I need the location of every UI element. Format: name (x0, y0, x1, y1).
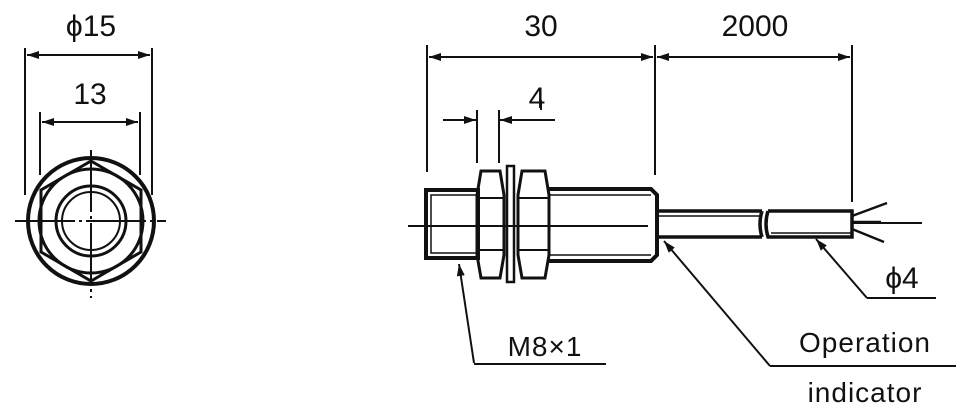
hex-13-label: 13 (73, 78, 106, 111)
length-2000-label: 2000 (722, 10, 789, 43)
nut-4-label: 4 (529, 82, 546, 115)
thread-leader (456, 263, 475, 364)
sensor-front-end (424, 188, 480, 260)
sensor-thread-tube (549, 187, 659, 263)
hex-nut-2 (516, 169, 551, 280)
hex-nut-1 (475, 169, 506, 280)
cable-diameter-leader (815, 238, 868, 299)
diameter-15-label: ϕ15 (66, 10, 116, 43)
length-30-label: 30 (524, 10, 557, 43)
cable (657, 209, 764, 239)
indicator-leader (663, 240, 771, 367)
thread-label: M8×1 (508, 331, 583, 362)
cable-diameter-label: ϕ4 (885, 262, 919, 295)
front-view (15, 48, 166, 298)
side-view (408, 45, 956, 367)
washer (505, 164, 516, 284)
indicator-label-line1: Operation (799, 327, 931, 358)
indicator-label-line2: indicator (808, 377, 923, 408)
